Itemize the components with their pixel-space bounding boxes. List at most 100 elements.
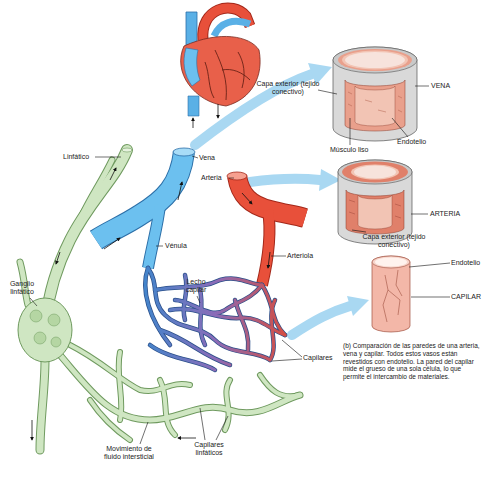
leader-line xyxy=(192,156,198,158)
vessel-label: Arteriola xyxy=(287,252,331,260)
lymph-node-lobule xyxy=(51,337,61,347)
capillary xyxy=(235,300,248,350)
capillary xyxy=(155,279,262,290)
artery-lumen xyxy=(354,166,396,179)
lymph-node-lobule xyxy=(30,310,42,322)
leader-line xyxy=(30,298,37,306)
vessel-label: Arteria xyxy=(201,174,231,182)
endothelial-cell xyxy=(378,110,386,112)
capillary-outline xyxy=(235,300,248,350)
leader-line xyxy=(409,263,450,267)
artery-smooth-muscle xyxy=(342,162,408,183)
artery-outer-layer xyxy=(338,160,412,184)
leader-line xyxy=(197,296,200,303)
capillary-wall xyxy=(372,256,410,268)
organ-label: Ganglio linfático xyxy=(4,280,40,296)
figure-caption: (b) Comparación de las paredes de una ar… xyxy=(343,342,483,381)
coronary-vessel xyxy=(238,52,244,88)
vessel-title: CAPILAR xyxy=(451,293,491,301)
capillary-wall xyxy=(372,256,410,332)
leader-line xyxy=(216,416,228,440)
cell-junction xyxy=(383,275,388,322)
process-label: Movimiento de fluido intersticial xyxy=(98,445,160,461)
leader-line xyxy=(415,86,429,87)
flow-arrow xyxy=(178,182,182,200)
coronary-vessel xyxy=(215,50,226,100)
vein-lumen xyxy=(345,52,405,68)
vessel-label: Capilares xyxy=(303,354,347,362)
leader-line xyxy=(140,422,148,444)
lymph-capillary xyxy=(90,400,130,440)
lymph-capillary xyxy=(70,345,190,391)
vessel-label: Vénula xyxy=(165,242,199,250)
flow-arrow xyxy=(242,193,252,204)
flow-arrow xyxy=(110,168,116,180)
lymph-vessel xyxy=(78,160,112,225)
muscle-fiber xyxy=(395,216,401,218)
leader-line xyxy=(282,340,302,357)
aorta-outline xyxy=(203,8,250,40)
capillary-outline xyxy=(200,290,205,345)
artery-smooth-muscle xyxy=(346,190,404,234)
region-label: Lecho capilar xyxy=(180,278,212,294)
layer-label: Endotelio xyxy=(397,138,441,146)
right-atrium xyxy=(184,48,200,86)
lymph-capillary-outline xyxy=(225,380,230,430)
capillary-outline xyxy=(170,309,285,335)
leader-line xyxy=(272,359,302,361)
venule xyxy=(148,205,160,268)
lymph-node xyxy=(18,298,72,362)
lymph-vessel xyxy=(40,360,45,450)
arteriole xyxy=(262,210,270,285)
lymph-vessel-outline xyxy=(78,160,112,225)
artery-outer-layer xyxy=(338,160,412,244)
vessel-label: Capilares linfáticos xyxy=(188,441,230,457)
leader-line xyxy=(392,118,408,137)
flow-arrow xyxy=(193,118,194,128)
layer-label: Capa exterior (tejido conectivo) xyxy=(362,233,426,249)
artery-endothelium xyxy=(358,195,392,229)
flow-arrow xyxy=(104,238,120,249)
capillary xyxy=(170,309,285,335)
artery-endothelium xyxy=(351,165,399,180)
leader-line xyxy=(156,246,163,247)
pointer-arrow-head xyxy=(347,296,369,316)
muscle-fiber xyxy=(348,104,352,106)
leader-line xyxy=(318,90,337,94)
capillary-outline xyxy=(184,275,187,320)
layer-label: Capa exterior (tejido conectivo) xyxy=(256,80,320,96)
muscle-fiber xyxy=(398,110,402,112)
capillary xyxy=(200,290,205,345)
capillary-lumen xyxy=(375,258,407,267)
muscle-fiber xyxy=(398,96,402,98)
lymph-capillary-outline xyxy=(260,375,300,396)
pointer-arrow xyxy=(250,179,320,182)
leader-line xyxy=(95,157,121,158)
vein xyxy=(96,152,184,240)
lymph-opening xyxy=(122,148,132,152)
leader-line xyxy=(352,230,366,232)
arteriole-outline xyxy=(262,210,270,285)
vessel-title: ARTERIA xyxy=(430,210,478,218)
capillary-outline xyxy=(160,330,230,365)
vein-outer-layer xyxy=(333,47,417,73)
leader-line xyxy=(229,178,234,179)
inferior-vena-cava xyxy=(188,96,199,116)
flow-arrow xyxy=(32,420,33,440)
capillary xyxy=(184,275,187,320)
muscle-fiber xyxy=(349,212,355,214)
flow-arrow xyxy=(178,438,196,439)
lymph-capillary xyxy=(260,375,300,396)
capillary xyxy=(270,300,275,360)
vein-outline xyxy=(96,152,184,240)
flow-arrow xyxy=(268,252,270,268)
artery-opening xyxy=(227,172,247,180)
endothelial-cell xyxy=(365,100,372,102)
leader-line xyxy=(411,297,450,298)
aorta xyxy=(203,8,250,40)
lymph-capillary-outline xyxy=(119,352,122,420)
vein-smooth-muscle xyxy=(345,80,405,131)
layer-label: Endotelio xyxy=(451,259,491,267)
vessel-title: VENA xyxy=(431,82,471,90)
